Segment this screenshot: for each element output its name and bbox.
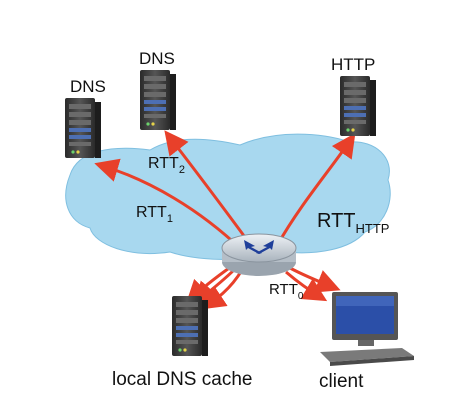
network-cloud <box>65 133 391 260</box>
rtt1-sub: 1 <box>167 213 173 225</box>
rtt2-sub: 2 <box>179 164 185 176</box>
dns-left-label: DNS <box>70 77 106 96</box>
dns-server-left-icon <box>65 98 101 158</box>
rtt-http-sub: HTTP <box>356 221 390 236</box>
rtt0-base: RTT <box>269 281 298 298</box>
local-dns-cache-label: local DNS cache <box>112 369 252 390</box>
arrow-to-local-dns-3 <box>201 269 244 310</box>
rtt-http-label: RTTHTTP <box>317 210 389 236</box>
arrow-to-client-2 <box>285 270 328 302</box>
rtt-http-base: RTT <box>317 210 356 232</box>
rtt1-base: RTT <box>136 204 167 221</box>
rtt0-sub: 0 <box>298 291 304 302</box>
router <box>221 233 297 276</box>
local-dns-server-icon <box>172 296 208 356</box>
rtt-arrows <box>94 130 356 310</box>
dns-server-mid-icon <box>140 70 176 130</box>
arrow-to-local-dns-1 <box>185 264 233 305</box>
http-server-icon <box>340 76 376 136</box>
rtt2-base: RTT <box>148 155 179 172</box>
http-label: HTTP <box>331 55 375 74</box>
client-computer-icon <box>320 292 414 366</box>
client-label: client <box>319 371 364 392</box>
rtt1-label: RTT1 <box>136 204 173 225</box>
arrow-to-http <box>276 133 356 245</box>
dns-mid-label: DNS <box>139 49 175 68</box>
router-arrows-icon <box>244 240 274 254</box>
arrow-to-dns-mid <box>164 130 252 245</box>
rtt0-label: RTT0 <box>269 281 304 302</box>
rtt2-label: RTT2 <box>148 155 185 176</box>
arrow-to-dns-left <box>94 158 244 252</box>
